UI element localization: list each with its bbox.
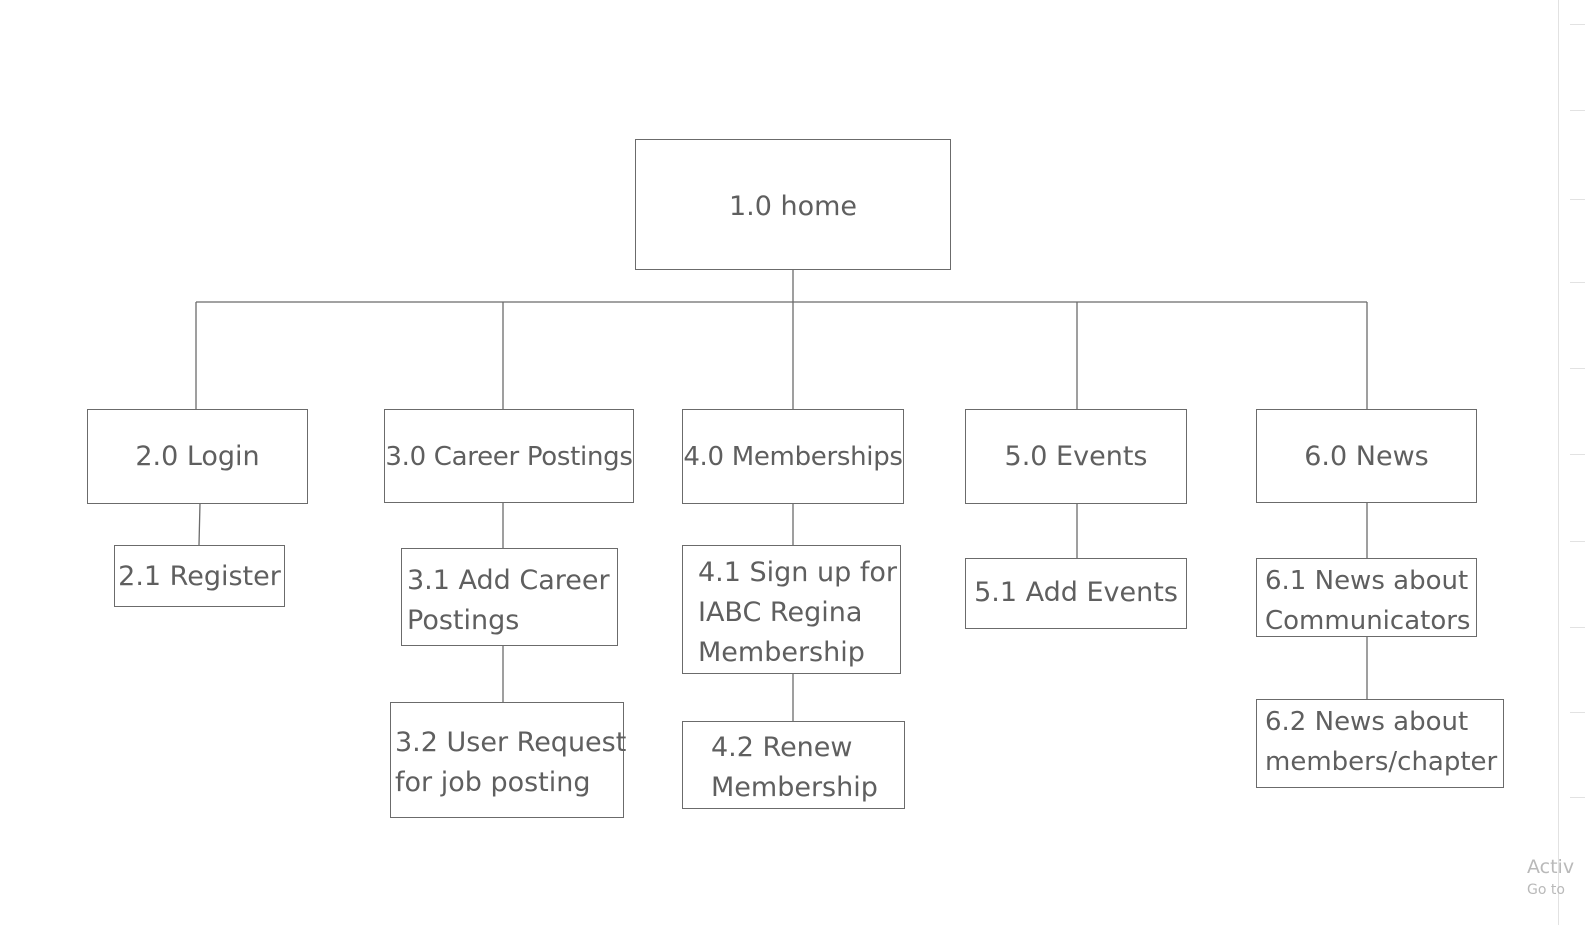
- right-scroll-rail[interactable]: [1558, 0, 1585, 925]
- rail-tick: [1570, 541, 1585, 542]
- rail-tick: [1570, 368, 1585, 369]
- node-career-postings-label: 3.0 Career Postings: [385, 442, 633, 472]
- node-sign-up[interactable]: 4.1 Sign up for IABC Regina Membership: [682, 545, 901, 674]
- node-add-career-postings[interactable]: 3.1 Add Career Postings: [401, 548, 618, 646]
- node-register-label: 2.1 Register: [118, 561, 281, 592]
- node-add-events[interactable]: 5.1 Add Events: [965, 558, 1187, 629]
- rail-tick: [1570, 627, 1585, 628]
- node-home[interactable]: 1.0 home: [635, 139, 951, 270]
- rail-tick: [1570, 199, 1585, 200]
- node-renew-label: 4.2 Renew Membership: [711, 732, 878, 803]
- node-home-label: 1.0 home: [728, 191, 858, 222]
- node-user-request[interactable]: 3.2 User Request for job posting: [390, 702, 627, 818]
- rail-tick: [1570, 454, 1585, 455]
- node-events-label: 5.0 Events: [1004, 441, 1148, 472]
- node-renew[interactable]: 4.2 Renew Membership: [682, 721, 905, 809]
- node-user-request-label: 3.2 User Request for job posting: [395, 727, 627, 798]
- node-news-communicators[interactable]: 6.1 News about Communicators: [1256, 558, 1477, 637]
- node-sign-up-label: 4.1 Sign up for IABC Regina Membership: [698, 557, 897, 668]
- node-register[interactable]: 2.1 Register: [114, 545, 285, 607]
- rail-tick: [1570, 797, 1585, 798]
- node-news-members[interactable]: 6.2 News about members/chapter: [1256, 699, 1504, 788]
- rail-tick: [1570, 712, 1585, 713]
- node-news-members-label: 6.2 News about members/chapter: [1265, 707, 1498, 777]
- activation-watermark: Activ Go to: [1527, 854, 1585, 900]
- rail-tick: [1570, 282, 1585, 283]
- node-events[interactable]: 5.0 Events: [965, 409, 1187, 504]
- node-login-label: 2.0 Login: [135, 441, 260, 472]
- node-memberships[interactable]: 4.0 Memberships: [682, 409, 904, 504]
- watermark-line-1: Activ: [1527, 856, 1575, 878]
- connector-login-register: [198, 502, 201, 546]
- node-memberships-label: 4.0 Memberships: [683, 442, 903, 472]
- node-login[interactable]: 2.0 Login: [87, 409, 308, 504]
- node-news[interactable]: 6.0 News: [1256, 409, 1477, 503]
- rail-tick: [1570, 24, 1585, 25]
- node-add-career-postings-label: 3.1 Add Career Postings: [407, 565, 610, 636]
- node-add-events-label: 5.1 Add Events: [974, 577, 1178, 608]
- node-news-label: 6.0 News: [1304, 441, 1429, 472]
- watermark-line-2: Go to: [1527, 882, 1565, 898]
- rail-tick: [1570, 110, 1585, 111]
- node-news-communicators-label: 6.1 News about Communicators: [1265, 566, 1471, 636]
- node-career-postings[interactable]: 3.0 Career Postings: [384, 409, 634, 503]
